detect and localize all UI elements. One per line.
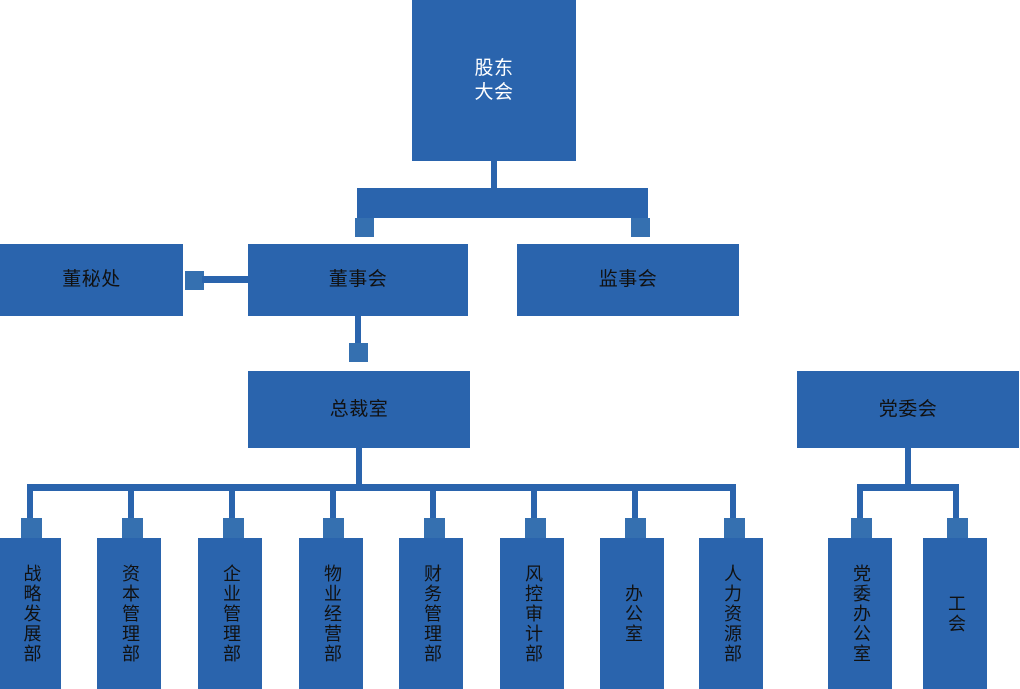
connector-drop-capital-management xyxy=(128,484,134,521)
connector-drop-property-operations xyxy=(330,484,336,521)
connector-party-stem xyxy=(905,448,911,484)
connector-drop-enterprise-management xyxy=(229,484,235,521)
node-finance-management-dept[interactable]: 财务管理部 xyxy=(399,538,463,689)
connector-nub-capital-management xyxy=(122,518,143,539)
connector-drop-labor-union xyxy=(953,484,959,521)
connector-nub-human-resources xyxy=(724,518,745,539)
connector-directors-stem xyxy=(355,316,361,343)
connector-l1-stem xyxy=(491,161,497,189)
node-property-operations-dept-label: 物业经营部 xyxy=(321,563,342,664)
node-strategic-development-dept[interactable]: 战略发展部 xyxy=(0,538,61,689)
connector-nub-president-office xyxy=(349,343,368,362)
node-labor-union[interactable]: 工会 xyxy=(923,538,987,689)
node-party-committee[interactable]: 党委会 xyxy=(797,371,1019,448)
node-human-resources-dept-label: 人力资源部 xyxy=(721,563,742,664)
connector-nub-general-office xyxy=(625,518,646,539)
connector-drop-general-office xyxy=(632,484,638,521)
node-property-operations-dept[interactable]: 物业经营部 xyxy=(299,538,363,689)
node-risk-audit-dept-label: 风控审计部 xyxy=(522,563,543,664)
node-party-committee-office[interactable]: 党委办公室 xyxy=(828,538,892,689)
node-labor-union-label: 工会 xyxy=(945,593,966,634)
connector-president-bus xyxy=(27,484,735,491)
connector-secretary-link xyxy=(202,276,257,283)
node-general-office-label: 办公室 xyxy=(622,583,643,644)
node-party-committee-label: 党委会 xyxy=(878,397,938,420)
connector-drop-risk-audit xyxy=(531,484,537,521)
connector-nub-enterprise-management xyxy=(223,518,244,539)
connector-nub-property-operations xyxy=(323,518,344,539)
connector-drop-party-committee-office xyxy=(857,484,863,521)
node-finance-management-dept-label: 财务管理部 xyxy=(421,563,442,664)
connector-nub-finance-management xyxy=(424,518,445,539)
connector-nub-party-committee-office xyxy=(851,518,872,539)
node-president-office-label: 总裁室 xyxy=(329,397,389,420)
node-board-secretary-office[interactable]: 董秘处 xyxy=(0,244,183,316)
connector-president-stem xyxy=(356,448,362,484)
connector-nub-strategic-development xyxy=(21,518,42,539)
node-board-secretary-office-label: 董秘处 xyxy=(62,268,121,291)
node-strategic-development-dept-label: 战略发展部 xyxy=(20,563,42,664)
node-president-office[interactable]: 总裁室 xyxy=(248,371,470,448)
node-enterprise-management-dept-label: 企业管理部 xyxy=(220,563,241,664)
node-board-of-directors-label: 董事会 xyxy=(328,268,388,291)
node-capital-management-dept[interactable]: 资本管理部 xyxy=(97,538,161,689)
connector-nub-board-of-supervisors xyxy=(631,218,650,237)
connector-nub-board-secretary-office xyxy=(185,271,204,290)
connector-nub-labor-union xyxy=(947,518,968,539)
connector-drop-finance-management xyxy=(430,484,436,521)
connector-party-bus xyxy=(857,484,959,491)
connector-drop-human-resources xyxy=(730,484,736,521)
node-board-of-supervisors-label: 监事会 xyxy=(598,268,658,291)
connector-nub-board-of-directors xyxy=(355,218,374,237)
node-shareholders[interactable]: 股东 大会 xyxy=(412,0,576,161)
node-human-resources-dept[interactable]: 人力资源部 xyxy=(699,538,763,689)
node-risk-audit-dept[interactable]: 风控审计部 xyxy=(500,538,564,689)
node-board-of-supervisors[interactable]: 监事会 xyxy=(517,244,739,316)
connector-nub-risk-audit xyxy=(525,518,546,539)
node-general-office[interactable]: 办公室 xyxy=(600,538,664,689)
node-party-committee-office-label: 党委办公室 xyxy=(850,563,871,664)
connector-l1-bus xyxy=(357,188,648,218)
node-capital-management-dept-label: 资本管理部 xyxy=(119,563,140,664)
node-board-of-directors[interactable]: 董事会 xyxy=(248,244,468,316)
connector-drop-strategic-development xyxy=(27,484,33,521)
node-shareholders-label: 股东 大会 xyxy=(474,56,514,103)
node-enterprise-management-dept[interactable]: 企业管理部 xyxy=(198,538,262,689)
